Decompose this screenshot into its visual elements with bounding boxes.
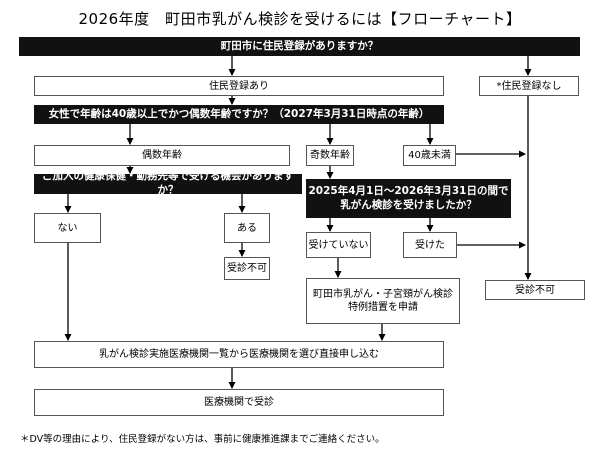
odd-age-box: 奇数年齢 xyxy=(306,145,354,166)
has-opportunity-box: ある xyxy=(224,213,270,243)
question-screened-line-2: 乳がん検診を受けましたか？ xyxy=(340,198,477,211)
special-measure-line-1: 町田市乳がん・子宮頸がん検診 xyxy=(313,289,453,300)
not-screened-box: 受けていない xyxy=(306,232,371,258)
question-workplace-opportunity: ご加入の健康保健・勤務先等で受ける機会がありますか？ xyxy=(34,170,302,196)
question-screened-last-year: 2025年4月1日～2026年3月31日の間で 乳がん検診を受けましたか？ xyxy=(306,179,511,218)
question-age: 女性で年齢は40歳以上でかつ偶数年齢ですか？（2027年3月31日時点の年齢） xyxy=(34,105,444,124)
ineligible-box-1: 受診不可 xyxy=(224,257,270,280)
special-measure-line-2: 特例措置を申請 xyxy=(348,302,418,313)
ineligible-box-2: 受診不可 xyxy=(485,280,585,300)
even-age-box: 偶数年齢 xyxy=(34,145,290,166)
apply-to-institution-box: 乳がん検診実施医療機関一覧から医療機関を選び直接申し込む xyxy=(34,341,444,368)
page-title: 2026年度 町田市乳がん検診を受けるには【フローチャート】 xyxy=(78,10,522,28)
resident-not-registered-box: *住民登録なし xyxy=(479,76,579,96)
under-40-box: 40歳未満 xyxy=(403,145,456,166)
screened-box: 受けた xyxy=(403,232,457,258)
special-measure-box: 町田市乳がん・子宮頸がん検診 特例措置を申請 xyxy=(306,278,460,324)
question-resident-registration: 町田市に住民登録がありますか？ xyxy=(19,37,580,56)
no-opportunity-box: ない xyxy=(34,213,101,243)
receive-at-institution-box: 医療機関で受診 xyxy=(34,389,444,416)
resident-registered-box: 住民登録あり xyxy=(34,76,444,96)
footnote: ＊DV等の理由により、住民登録がない方は、事前に健康推進課までご連絡ください。 xyxy=(20,434,385,445)
question-screened-line-1: 2025年4月1日～2026年3月31日の間で xyxy=(308,184,509,197)
